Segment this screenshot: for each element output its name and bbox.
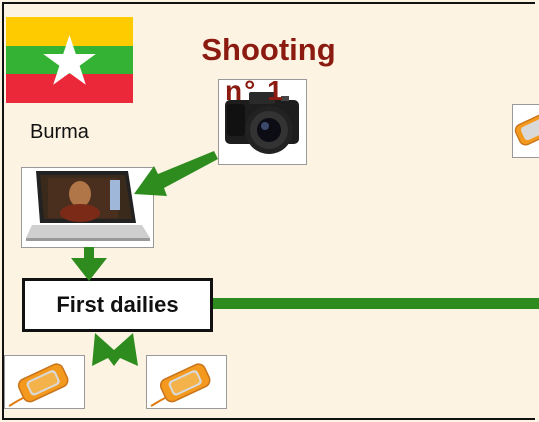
shooting-title: Shooting	[201, 32, 336, 67]
camera-image	[218, 79, 307, 165]
burma-flag	[6, 17, 133, 103]
line-dailies-to-right	[213, 298, 539, 309]
arrow-camera-to-laptop	[134, 151, 218, 196]
hard-drive-icon	[150, 363, 211, 407]
flag-star-icon	[43, 35, 96, 85]
laptop-icon	[26, 171, 150, 241]
arrows-dailies-to-drives	[92, 333, 138, 366]
arrow-laptop-to-dailies	[71, 247, 107, 281]
hard-drive-1	[4, 355, 85, 409]
hard-drive-2	[146, 355, 227, 409]
hard-drive-icon	[8, 363, 69, 407]
laptop-image	[21, 167, 154, 248]
camera-icon	[225, 92, 299, 154]
shooting-number: n° 1	[225, 75, 285, 106]
first-dailies-box: First dailies	[22, 278, 213, 332]
hard-drive-3	[512, 104, 539, 158]
country-label: Burma	[30, 121, 89, 143]
